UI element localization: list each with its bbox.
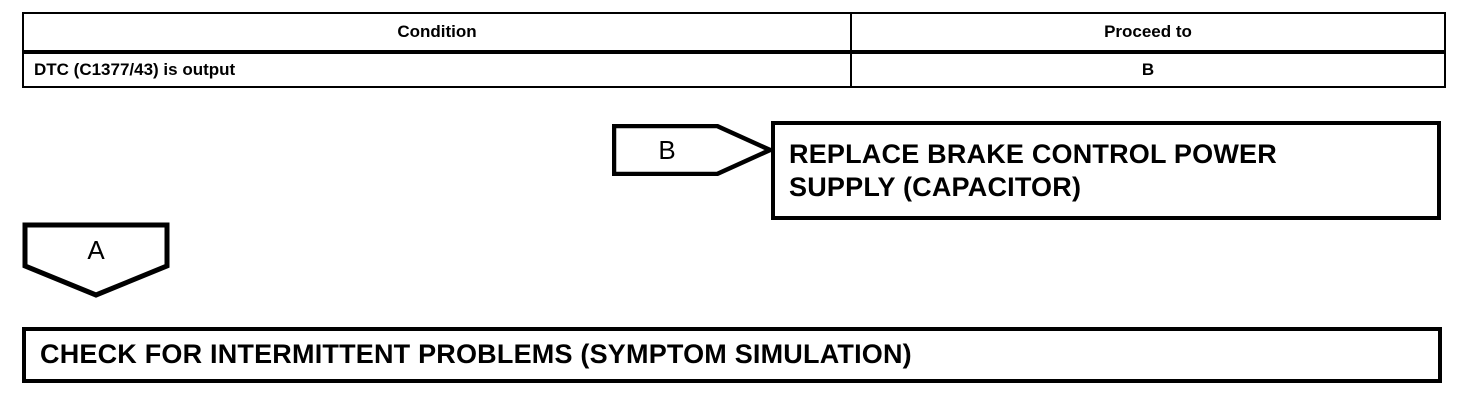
table-header-condition: Condition (22, 12, 852, 52)
pentagon-right-icon (612, 124, 772, 176)
action-box-check: CHECK FOR INTERMITTENT PROBLEMS (SYMPTOM… (22, 327, 1442, 383)
pentagon-down-icon (22, 222, 170, 298)
table-header-proceed-to: Proceed to (850, 12, 1446, 52)
condition-table: Condition Proceed to DTC (C1377/43) is o… (22, 12, 1446, 88)
action-box-replace-text: REPLACE BRAKE CONTROL POWER SUPPLY (CAPA… (789, 138, 1277, 202)
connector-a-shape (22, 222, 170, 298)
table-cell-proceed-to: B (850, 52, 1446, 88)
table-header-separator (22, 50, 1446, 53)
action-box-replace: REPLACE BRAKE CONTROL POWER SUPPLY (CAPA… (771, 121, 1441, 220)
action-box-check-text: CHECK FOR INTERMITTENT PROBLEMS (SYMPTOM… (40, 339, 912, 370)
table-header-separator-left (22, 50, 852, 53)
connector-b-shape (612, 124, 772, 176)
table-header-row: Condition Proceed to (22, 12, 1446, 52)
table-header-separator-right (850, 50, 1446, 53)
table-row: DTC (C1377/43) is output B (22, 52, 1446, 88)
table-cell-condition: DTC (C1377/43) is output (22, 52, 852, 88)
